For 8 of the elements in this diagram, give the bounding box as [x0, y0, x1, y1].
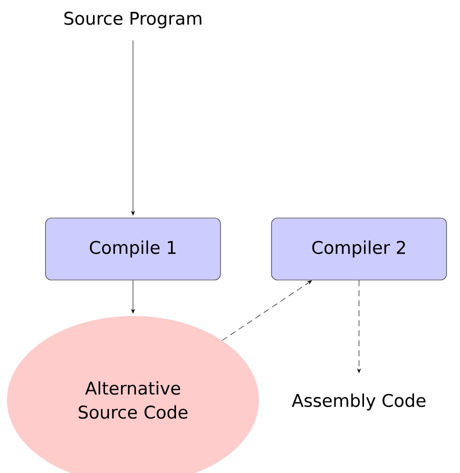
text-label: Assembly Code — [292, 394, 426, 410]
process-box: Compiler 2 — [271, 218, 447, 280]
process-box: Compile 1 — [45, 218, 221, 280]
arrow — [357, 280, 361, 373]
arrow — [131, 40, 135, 216]
text-label: Source Program — [64, 12, 202, 28]
arrow — [131, 280, 135, 314]
arrow — [222, 280, 312, 341]
